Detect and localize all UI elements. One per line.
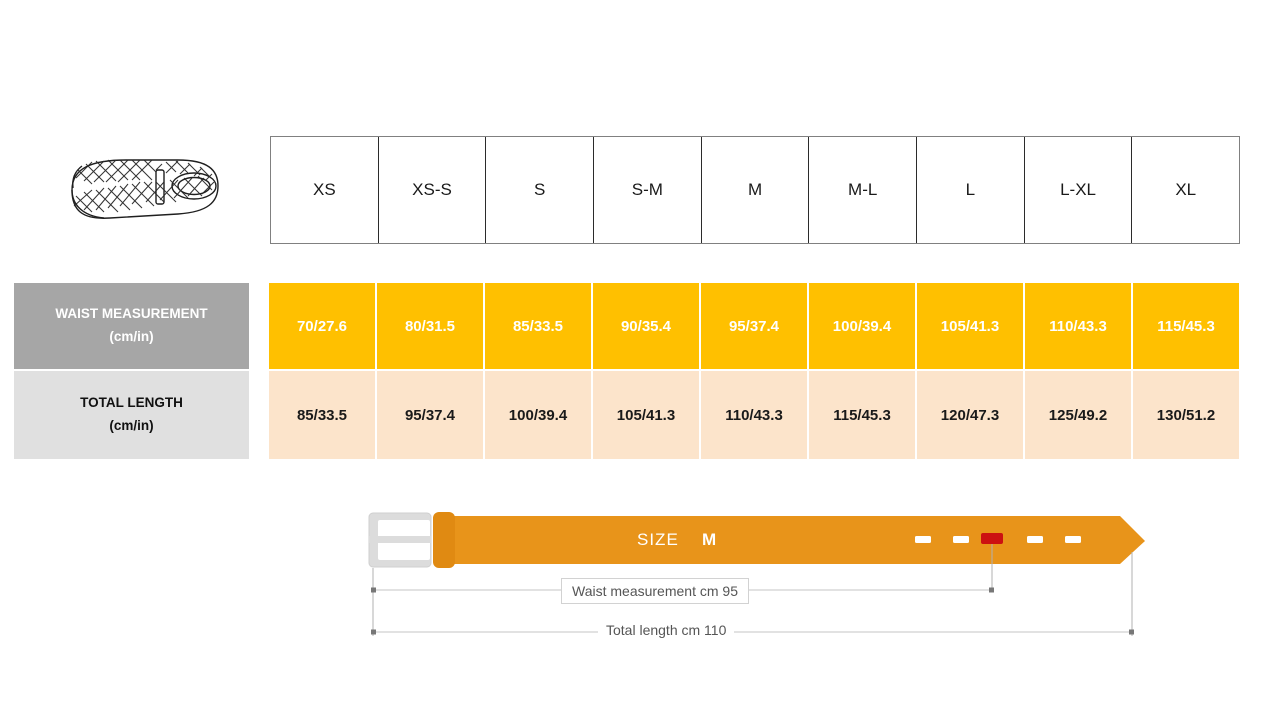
size-header-cell: XS bbox=[271, 137, 379, 243]
length-label-title: TOTAL LENGTH bbox=[80, 395, 183, 411]
size-header-table: XS XS-S S S-M M M-L L L-XL XL bbox=[270, 136, 1240, 244]
belt-measurement-diagram bbox=[355, 500, 1155, 650]
belt-strap bbox=[445, 516, 1145, 564]
size-header-cell: S bbox=[486, 137, 595, 243]
length-label-units: (cm/in) bbox=[109, 418, 154, 433]
length-value-cell: 85/33.5 bbox=[269, 371, 377, 459]
size-header-cell: M-L bbox=[809, 137, 918, 243]
size-header-cell: L-XL bbox=[1025, 137, 1133, 243]
length-value-cell: 125/49.2 bbox=[1025, 371, 1133, 459]
size-header-cell: XS-S bbox=[379, 137, 487, 243]
waist-value-cell: 85/33.5 bbox=[485, 283, 593, 369]
waist-label-units: (cm/in) bbox=[109, 329, 154, 344]
length-value-cell: 115/45.3 bbox=[809, 371, 917, 459]
length-dimension-end-tick bbox=[1129, 629, 1134, 635]
waist-value-cells: 70/27.6 80/31.5 85/33.5 90/35.4 95/37.4 … bbox=[269, 283, 1239, 369]
waist-measurement-row: WAIST MEASUREMENT (cm/in) 70/27.6 80/31.… bbox=[14, 283, 1239, 369]
waist-value-cell: 110/43.3 bbox=[1025, 283, 1133, 369]
waist-value-cell: 105/41.3 bbox=[917, 283, 1025, 369]
waist-value-cell: 115/45.3 bbox=[1133, 283, 1239, 369]
size-header-cell: XL bbox=[1175, 180, 1197, 199]
length-value-cells: 85/33.5 95/37.4 100/39.4 105/41.3 110/43… bbox=[269, 371, 1239, 459]
waist-dimension-end-tick bbox=[989, 587, 994, 593]
belt-hole bbox=[1027, 536, 1043, 543]
belt-keeper-loop bbox=[433, 512, 455, 568]
total-length-label: TOTAL LENGTH (cm/in) bbox=[14, 371, 249, 459]
length-value-cell: 100/39.4 bbox=[485, 371, 593, 459]
belt-hole bbox=[953, 536, 969, 543]
waist-value-cell: 90/35.4 bbox=[593, 283, 701, 369]
total-length-row: TOTAL LENGTH (cm/in) 85/33.5 95/37.4 100… bbox=[14, 371, 1239, 459]
waist-value-cell: 70/27.6 bbox=[269, 283, 377, 369]
waist-value-cell: 100/39.4 bbox=[809, 283, 917, 369]
belt-size-value: M bbox=[702, 530, 717, 549]
total-length-dimension-label: Total length cm 110 bbox=[598, 620, 735, 640]
length-value-cell: 110/43.3 bbox=[701, 371, 809, 459]
belt-hole bbox=[1065, 536, 1081, 543]
waist-measurement-label: WAIST MEASUREMENT (cm/in) bbox=[14, 283, 249, 369]
waist-dimension-label: Waist measurement cm 95 bbox=[561, 578, 749, 604]
length-value-cell: 95/37.4 bbox=[377, 371, 485, 459]
length-value-cell: 130/51.2 bbox=[1133, 371, 1239, 459]
belt-hole bbox=[915, 536, 931, 543]
belt-hole-active bbox=[981, 533, 1003, 544]
belt-size-prefix: SIZE bbox=[637, 530, 679, 549]
waist-label-title: WAIST MEASUREMENT bbox=[55, 306, 208, 322]
length-value-cell: 120/47.3 bbox=[917, 371, 1025, 459]
waist-dimension-start-tick bbox=[371, 587, 376, 593]
length-dimension-start-tick bbox=[371, 629, 376, 635]
size-header-cell: S-M bbox=[594, 137, 702, 243]
belt-buckle-prong-bar bbox=[369, 536, 431, 543]
waist-value-cell: 80/31.5 bbox=[377, 283, 485, 369]
braided-belt-icon bbox=[52, 140, 228, 240]
length-value-cell: 105/41.3 bbox=[593, 371, 701, 459]
waist-value-cell: 95/37.4 bbox=[701, 283, 809, 369]
size-header-cell: M bbox=[702, 137, 810, 243]
size-header-cell: L bbox=[917, 137, 1025, 243]
